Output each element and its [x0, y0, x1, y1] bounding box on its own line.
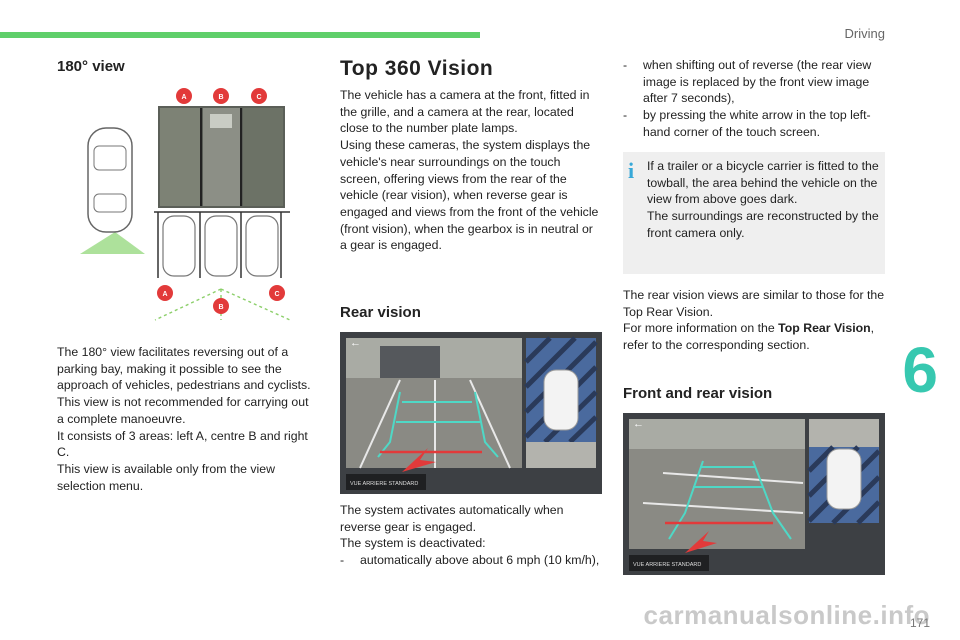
col3-para: For more information on the Top Rear Vis… — [623, 321, 875, 353]
svg-text:C: C — [274, 291, 279, 298]
top-accent-bar — [0, 32, 480, 38]
screen-caption: VUE ARRIERE STANDARD — [633, 562, 701, 568]
180-view-diagram: A B C A B C — [80, 88, 291, 321]
col2-para: Using these cameras, the system displays… — [340, 138, 599, 253]
col2-para: The vehicle has a camera at the front, f… — [340, 88, 590, 136]
deactivation-list-cont: -when shifting out of reverse (the rear … — [623, 57, 885, 141]
info-icon: i — [628, 158, 635, 183]
col2-intro: The vehicle has a camera at the front, f… — [340, 87, 602, 254]
page-number: 171 — [909, 616, 930, 630]
deactivation-list: -automatically above about 6 mph (10 km/… — [340, 552, 602, 569]
back-arrow-icon: ← — [633, 418, 644, 430]
arrow-icon — [685, 531, 717, 553]
rear-vision-screen: ← VUE ARRIERE STANDARD — [340, 332, 602, 494]
list-item: -when shifting out of reverse (the rear … — [623, 58, 872, 106]
list-item: -by pressing the white arrow in the top … — [623, 108, 871, 139]
col1-para: This view is available only from the vie… — [57, 461, 276, 493]
section-title-rear-vision: Rear vision — [340, 304, 421, 321]
col2-para: The system is deactivated: — [340, 536, 486, 551]
badge-a-bottom: A — [157, 285, 173, 301]
section-label: Driving — [844, 26, 885, 41]
badge-c-top: C — [251, 88, 267, 104]
info-para: If a trailer or a bicycle carrier is fit… — [647, 159, 879, 207]
col3-para: The rear vision views are similar to tho… — [623, 288, 885, 319]
section-title-180-view: 180° view — [57, 58, 125, 75]
col1-para: This view is not recommended for carryin… — [57, 395, 309, 426]
screen-caption: VUE ARRIERE STANDARD — [350, 481, 418, 487]
svg-text:B: B — [218, 94, 223, 101]
svg-text:A: A — [181, 94, 186, 101]
back-arrow-icon: ← — [350, 337, 361, 349]
badge-c-bottom: C — [269, 285, 285, 301]
info-box: i If a trailer or a bicycle carrier is f… — [623, 152, 885, 274]
col1-para: It consists of 3 areas: left A, centre B… — [57, 428, 308, 460]
page-title: Top 360 Vision — [340, 57, 494, 80]
svg-text:B: B — [218, 304, 223, 311]
car-top-view — [87, 127, 133, 233]
section-title-front-rear: Front and rear vision — [623, 385, 773, 402]
badge-b-bottom: B — [213, 298, 229, 314]
list-item: -automatically above about 6 mph (10 km/… — [340, 553, 600, 568]
badge-b-top: B — [213, 88, 229, 104]
badge-a-top: A — [176, 88, 192, 104]
view-rays — [154, 288, 291, 321]
camera-view-cone — [80, 232, 145, 254]
svg-text:C: C — [256, 94, 261, 101]
col2-para: The system activates automatically when … — [340, 503, 564, 534]
svg-text:A: A — [162, 291, 167, 298]
col3-list-block: -when shifting out of reverse (the rear … — [623, 57, 885, 141]
chapter-number: 6 — [902, 334, 938, 406]
col3-more-info: The rear vision views are similar to tho… — [623, 287, 885, 354]
front-rear-vision-screen: ← VUE ARRIERE STANDARD — [623, 413, 885, 575]
parked-cars — [162, 215, 279, 277]
col1-para: The 180° view facilitates reversing out … — [57, 345, 311, 393]
info-para: The surroundings are reconstructed by th… — [647, 209, 879, 240]
watermark: carmanualsonline.info — [643, 600, 930, 630]
rear-vision-text: The system activates automatically when … — [340, 502, 602, 569]
col1-body: The 180° view facilitates reversing out … — [57, 344, 317, 494]
arrow-icon — [402, 448, 436, 472]
